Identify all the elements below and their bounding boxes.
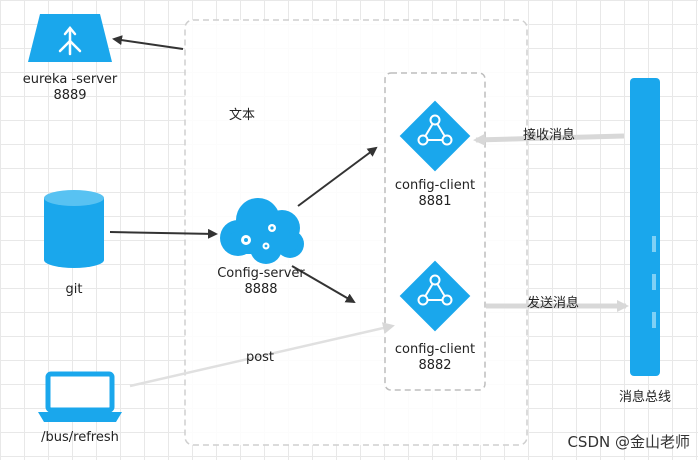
cloud-gears-icon <box>220 198 304 264</box>
arrow-laptop-post <box>129 322 395 388</box>
client1-port-label: 8881 <box>418 194 452 209</box>
arrow-git-to-server <box>109 228 218 239</box>
eureka-icon <box>28 14 112 62</box>
clients-boundary <box>384 72 486 391</box>
watermark: CSDN @金山老师 <box>567 433 690 451</box>
database-icon <box>44 190 104 268</box>
text-label: 文本 <box>228 108 255 123</box>
client2-name-label: config-client <box>394 342 476 357</box>
message-bus-label: 消息总线 <box>618 390 671 405</box>
client1-name-label: config-client <box>394 178 476 193</box>
laptop-icon <box>38 371 122 422</box>
bus-refresh-label: /bus/refresh <box>41 430 119 445</box>
receive-message-label: 接收消息 <box>522 128 575 143</box>
message-bus-icon <box>630 78 660 376</box>
arrow-to-eureka <box>112 35 184 50</box>
post-label: post <box>245 350 275 365</box>
eureka-port-label: 8889 <box>53 88 87 103</box>
config-server-port-label: 8888 <box>244 282 278 297</box>
git-label: git <box>65 282 83 297</box>
arrow-bus-to-client1 <box>473 133 625 146</box>
send-message-label: 发送消息 <box>526 296 579 311</box>
network-diamond-icon <box>399 260 471 332</box>
config-server-name-label: Config-server <box>217 266 305 281</box>
eureka-name-label: eureka -server <box>22 72 118 87</box>
arrow-server-to-client2 <box>291 265 356 304</box>
client2-port-label: 8882 <box>418 358 452 373</box>
arrow-server-to-client1 <box>297 146 378 207</box>
